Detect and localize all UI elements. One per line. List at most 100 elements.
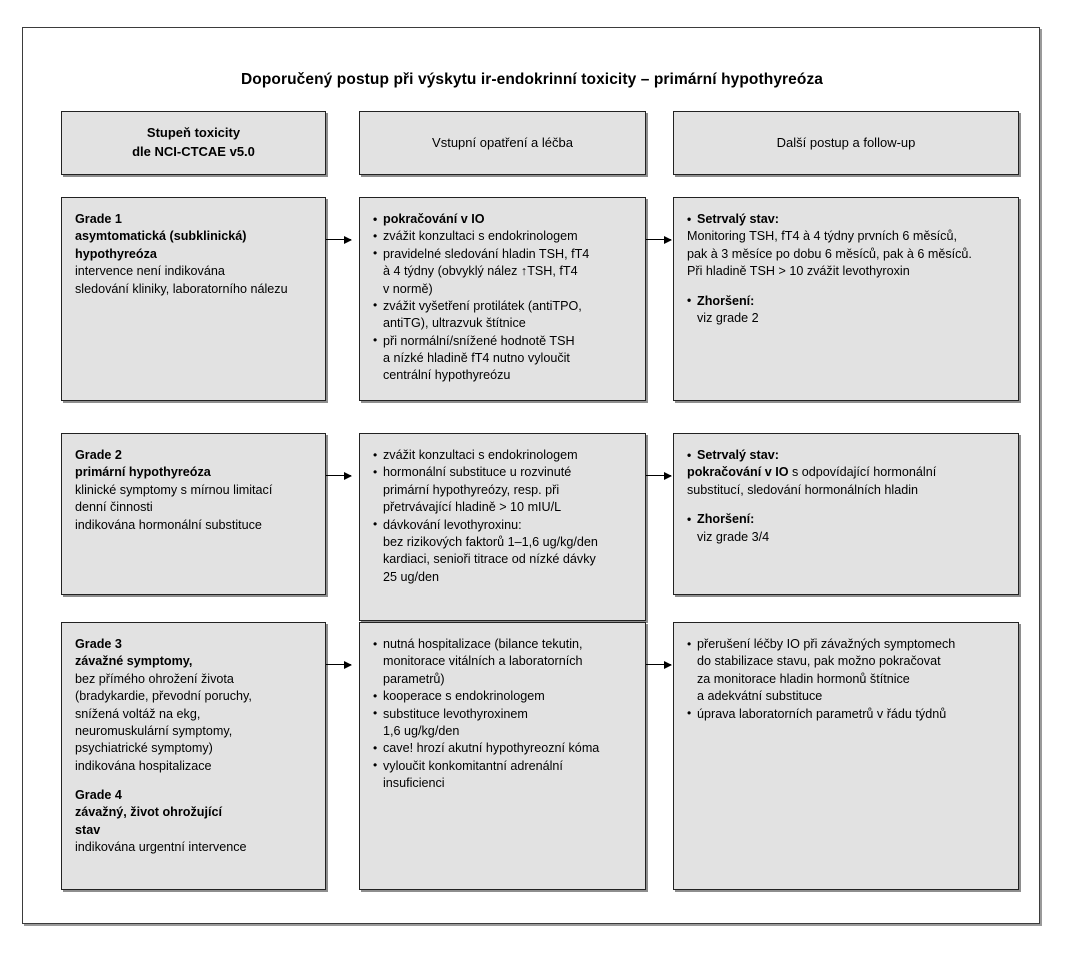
bullet-text: pokračování v IO (383, 212, 485, 226)
grade3-detail-3: snížená voltáž na ekg, (75, 706, 201, 721)
grade1-followup-line-3: Při hladině TSH > 10 zvážit levothyroxin (687, 264, 910, 279)
grade1-treatment-box: pokračování v IO zvážit konzultaci s end… (359, 197, 646, 401)
bullet-text: Setrvalý stav: (697, 212, 779, 226)
list-item: Setrvalý stav: (687, 446, 1007, 464)
header-box-initial-treatment: Vstupní opatření a léčba (359, 111, 646, 175)
page-title: Doporučený postup při výskytu ir-endokri… (240, 71, 824, 88)
bullet-cont: za monitorace hladin hormonů štítnice (697, 671, 910, 686)
list-item: Zhoršení: viz grade 3/4 (687, 511, 1007, 546)
grade2-title: Grade 2 (75, 448, 122, 462)
diagram-frame: Doporučený postup při výskytu ir-endokri… (22, 27, 1040, 924)
arrow-grade34-to-treatment (326, 660, 352, 669)
grade1-detail-1: intervence není indikována (75, 264, 225, 279)
grade2-treatment-box: zvážit konzultaci s endokrinologem hormo… (359, 433, 646, 621)
grade3-detail-6: indikována hospitalizace (75, 758, 212, 773)
grade3-subtitle-1: závažné symptomy, (75, 654, 193, 669)
grade1-detail-2: sledování kliniky, laboratorního nálezu (75, 281, 288, 296)
bullet-cont: primární hypothyreózy, resp. při (383, 482, 560, 497)
list-item: úprava laboratorních parametrů v řádu tý… (687, 705, 1007, 723)
grade4-subtitle-2: stav (75, 822, 101, 837)
grade2-description-box: Grade 2 primární hypothyreóza klinické s… (61, 433, 326, 595)
bullet-text: zvážit konzultaci s endokrinologem (383, 229, 578, 244)
bullet-text: zvážit vyšetření protilátek (antiTPO, (383, 298, 582, 313)
grade1-title: Grade 1 (75, 212, 122, 226)
bullet-cont: 25 ug/den (383, 569, 440, 584)
bullet-cont: antiTG), ultrazvuk štítnice (383, 316, 526, 331)
bullet-text: Zhoršení: (697, 293, 755, 308)
grade34-treatment-list: nutná hospitalizace (bilance tekutin, mo… (373, 635, 634, 792)
arrow-treatment-to-followup-grade34 (646, 660, 672, 669)
arrow-treatment-to-followup-grade1 (646, 235, 672, 244)
grade1-followup-line-2: pak à 3 měsíce po dobu 6 měsíců, pak à 6… (687, 246, 972, 261)
list-item: Setrvalý stav: (687, 210, 1007, 228)
spacer (75, 775, 314, 787)
grade1-followup-line-1: Monitoring TSH, fT4 à 4 týdny prvních 6 … (687, 229, 957, 244)
grade2-detail-1: klinické symptomy s mírnou limitací (75, 482, 273, 497)
header-box-toxicity-grade: Stupeň toxicity dle NCI-CTCAE v5.0 (61, 111, 326, 175)
bullet-cont: viz grade 2 (697, 310, 759, 325)
grade1-treatment-list: pokračování v IO zvážit konzultaci s end… (373, 210, 634, 385)
bullet-cont: a nízké hladině fT4 nutno vyloučit (383, 351, 570, 365)
grade2-followup-list: Setrvalý stav: (687, 446, 1007, 464)
bullet-cont: do stabilizace stavu, pak možno pokračov… (697, 654, 941, 669)
grade2-treatment-list: zvážit konzultaci s endokrinologem hormo… (373, 446, 634, 587)
header-box-followup: Další postup a follow-up (673, 111, 1019, 175)
list-item: zvážit vyšetření protilátek (antiTPO, an… (373, 297, 634, 333)
grade4-subtitle-1: závažný, život ohrožující (75, 805, 222, 820)
bullet-text: Setrvalý stav: (697, 448, 779, 462)
bullet-cont: v normě) (383, 281, 433, 296)
followup-bold-prefix: pokračování v IO (687, 465, 789, 480)
grade34-followup-box: přerušení léčby IO při závažných symptom… (673, 622, 1019, 890)
header-col3-label: Další postup a follow-up (776, 134, 916, 150)
grade4-detail-1: indikována urgentní intervence (75, 840, 247, 855)
bullet-text: vyloučit konkomitantní adrenální (383, 758, 563, 773)
grade34-treatment-box: nutná hospitalizace (bilance tekutin, mo… (359, 622, 646, 890)
list-item: substituce levothyroxinem 1,6 ug/kg/den (373, 705, 634, 741)
list-item: dávkování levothyroxinu: bez rizikových … (373, 516, 634, 587)
list-item: kooperace s endokrinologem (373, 688, 634, 705)
list-item: zvážit konzultaci s endokrinologem (373, 446, 634, 464)
header-col1-line2: dle NCI-CTCAE v5.0 (132, 144, 255, 159)
arrow-treatment-to-followup-grade2 (646, 471, 672, 480)
bullet-text: pravidelné sledování hladin TSH, fT4 (383, 246, 590, 261)
header-col1-line1: Stupeň toxicity (146, 125, 241, 141)
grade2-followup-line-2: substitucí, sledování hormonálních hladi… (687, 482, 919, 497)
grade3-title: Grade 3 (75, 637, 122, 651)
grade1-subtitle-2: hypothyreóza (75, 246, 157, 261)
bullet-cont: bez rizikových faktorů 1–1,6 ug/kg/den (383, 534, 598, 549)
bullet-text: přerušení léčby IO při závažných symptom… (697, 637, 956, 651)
grade34-followup-list: přerušení léčby IO při závažných symptom… (687, 636, 1007, 723)
grade2-detail-2: denní činnosti (75, 500, 153, 515)
grade2-followup-box: Setrvalý stav: pokračování v IO s odpoví… (673, 433, 1019, 595)
arrow-grade1-to-treatment (326, 235, 352, 244)
bullet-cont: à 4 týdny (obvyklý nález ↑TSH, fT4 (383, 264, 578, 279)
list-item: zvážit konzultaci s endokrinologem (373, 228, 634, 245)
list-item: cave! hrozí akutní hypothyreozní kóma (373, 740, 634, 757)
bullet-cont: centrální hypothyreózu (383, 368, 511, 383)
bullet-text: nutná hospitalizace (bilance tekutin, (383, 637, 583, 651)
grade3-detail-4: neuromuskulární symptomy, (75, 723, 233, 738)
grade1-followup-list: Setrvalý stav: (687, 210, 1007, 228)
list-item: pokračování v IO (373, 210, 634, 228)
bullet-text: substituce levothyroxinem (383, 706, 528, 721)
grade1-worsening-list: Zhoršení: viz grade 2 (687, 292, 1007, 328)
bullet-cont: přetrvávající hladině > 10 mIU/L (383, 500, 562, 515)
grade1-subtitle-1: asymtomatická (subklinická) (75, 229, 247, 244)
bullet-text: zvážit konzultaci s endokrinologem (383, 448, 578, 462)
grade3-detail-1: bez přímého ohrožení života (75, 671, 234, 686)
bullet-text: při normální/snížené hodnotě TSH (383, 333, 575, 348)
grade3-detail-2: (bradykardie, převodní poruchy, (75, 689, 252, 704)
grade4-title: Grade 4 (75, 788, 122, 802)
grade1-description-box: Grade 1 asymtomatická (subklinická) hypo… (61, 197, 326, 401)
bullet-text: hormonální substituce u rozvinuté (383, 465, 572, 480)
list-item: Zhoršení: viz grade 2 (687, 292, 1007, 328)
arrow-grade2-to-treatment (326, 471, 352, 480)
list-item: přerušení léčby IO při závažných symptom… (687, 636, 1007, 706)
header-col2-label: Vstupní opatření a léčba (432, 134, 573, 150)
grade2-worsening-list: Zhoršení: viz grade 3/4 (687, 511, 1007, 546)
bullet-cont: kardiaci, senioři titrace od nízké dávky (383, 552, 596, 567)
bullet-cont: parametrů) (383, 671, 445, 686)
list-item: při normální/snížené hodnotě TSH a nízké… (373, 332, 634, 385)
bullet-text: dávkování levothyroxinu: (383, 517, 522, 532)
